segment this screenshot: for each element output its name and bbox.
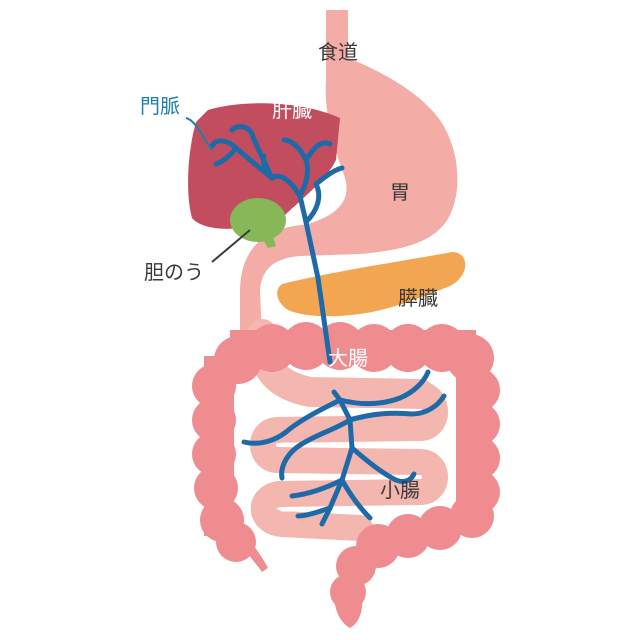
gallbladder-label: 胆のう (144, 260, 204, 284)
portal-vein-label: 門脈 (140, 94, 180, 118)
portal-vein-vessels (209, 124, 447, 527)
gallbladder-duct (262, 234, 276, 248)
stomach-label: 胃 (390, 180, 410, 204)
pancreas-shape (277, 252, 466, 317)
large-intestine-shape (192, 322, 500, 628)
small-intestine-label: 小腸 (380, 478, 420, 502)
pancreas-label: 膵臓 (398, 286, 438, 310)
large-intestine-label: 大腸 (328, 346, 368, 370)
liver-label: 肝臓 (272, 98, 312, 122)
gallbladder-leader (211, 229, 251, 263)
stomach-shape (240, 10, 458, 340)
gallbladder-shape (230, 198, 286, 242)
portal-vein-leader (185, 117, 213, 151)
esophagus-label: 食道 (318, 40, 358, 64)
